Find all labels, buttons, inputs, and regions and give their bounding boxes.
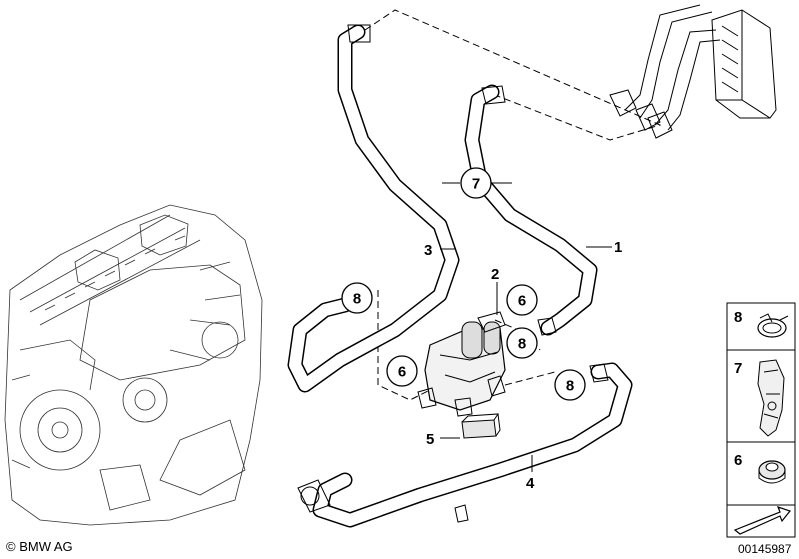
parts-legend: 8 7 6 (726, 302, 796, 538)
legend-item-6: 6 (734, 452, 786, 484)
hose-part-3 (287, 24, 460, 393)
legend-item-7: 7 (734, 359, 785, 437)
svg-text:7: 7 (734, 360, 742, 377)
svg-text:8: 8 (353, 291, 361, 308)
callout-1: 1 (614, 239, 622, 256)
svg-text:8: 8 (734, 309, 742, 326)
svg-text:8: 8 (518, 336, 526, 353)
callout-2: 2 (491, 266, 499, 283)
svg-text:7: 7 (472, 176, 480, 193)
svg-text:8: 8 (566, 378, 574, 395)
bracket-part-5 (461, 413, 501, 439)
callout-leaders (440, 182, 612, 472)
svg-text:6: 6 (518, 293, 526, 310)
hose-part-4 (297, 362, 633, 528)
document-id: 00145987 (738, 542, 792, 556)
callout-4: 4 (526, 475, 535, 492)
hose-part-1 (464, 84, 598, 336)
water-valve-part-2 (417, 311, 506, 417)
svg-text:6: 6 (398, 364, 406, 381)
circled-callout-8-middle: 8 (506, 327, 538, 359)
circled-callout-8-lower: 8 (554, 369, 586, 401)
heater-core-illustration (609, 4, 777, 139)
engine-block-illustration (4, 204, 263, 526)
circled-callout-6-right: 6 (506, 284, 538, 316)
circled-callout-8-upper: 8 (341, 282, 373, 314)
reference-arrow-icon (726, 504, 796, 538)
circled-callout-6-left: 6 (386, 355, 418, 387)
legend-item-8: 8 (734, 309, 789, 338)
callout-5: 5 (426, 431, 434, 448)
circled-callout-7: 7 (460, 167, 492, 199)
svg-text:6: 6 (734, 452, 742, 469)
copyright-text: © BMW AG (6, 539, 73, 554)
callout-3: 3 (424, 242, 432, 259)
